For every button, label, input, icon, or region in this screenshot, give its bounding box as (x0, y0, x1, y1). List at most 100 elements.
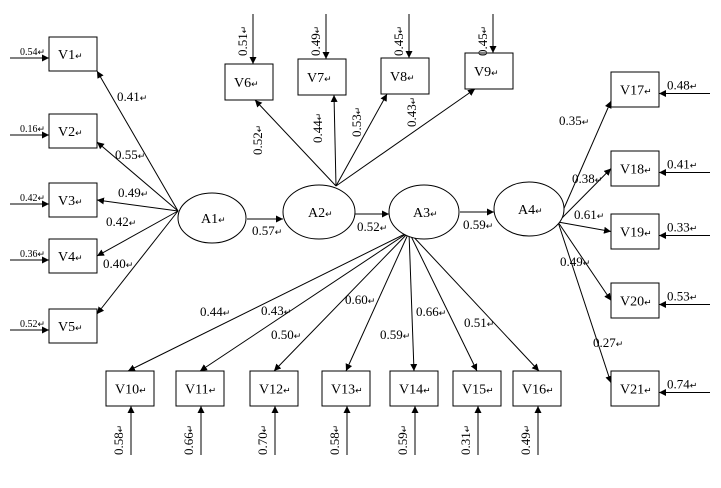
loading-return-mark: ↵ (223, 308, 231, 318)
observed-return-mark: ↵ (644, 386, 652, 396)
observed-return-mark: ↵ (75, 51, 83, 61)
error-return-mark: ↵ (259, 425, 269, 433)
observed-label-v18: V18↵ (620, 163, 652, 178)
loading-weight-v12: 0.50↵ (271, 327, 301, 342)
observed-box-v5 (48, 308, 98, 344)
error-return-mark: ↵ (185, 425, 195, 433)
loading-weight-v5: 0.40↵ (103, 256, 133, 271)
observed-box-v7 (297, 58, 347, 96)
error-return-mark: ↵ (479, 26, 489, 34)
path-weight-a3-a4: 0.59↵ (463, 217, 493, 232)
error-value-v2: 0.16↵ (20, 124, 45, 135)
path-weight-a2-a3: 0.52↵ (357, 219, 387, 234)
error-return-mark: ↵ (690, 293, 698, 303)
nodes-layer: V1↵V2↵V3↵V4↵V5↵V6↵V7↵V8↵V9↵V10↵V11↵V12↵V… (48, 36, 660, 407)
observed-return-mark: ↵ (75, 128, 83, 138)
observed-box-v19 (610, 213, 660, 250)
observed-box-v9 (464, 52, 514, 90)
observed-label-v16: V16↵ (522, 383, 554, 398)
latent-return-mark: ↵ (325, 209, 333, 219)
loading-arrow-a2-v7 (330, 94, 338, 187)
observed-label-v7: V7↵ (307, 71, 332, 86)
loading-weight-v8: 0.53↵ (349, 107, 364, 137)
error-return-mark: ↵ (331, 425, 341, 433)
loading-weight-v11: 0.43↵ (261, 303, 291, 318)
error-return-mark: ↵ (38, 47, 46, 57)
loading-return-mark: ↵ (126, 260, 134, 270)
observed-label-v6: V6↵ (234, 76, 259, 91)
observed-return-mark: ↵ (644, 166, 652, 176)
observed-return-mark: ↵ (324, 74, 332, 84)
observed-box-v21 (610, 370, 660, 407)
observed-return-mark: ↵ (644, 298, 652, 308)
loading-weight-v20: 0.49↵ (560, 254, 590, 269)
loading-arrow-a1-v2 (96, 141, 179, 212)
error-return-mark: ↵ (462, 425, 472, 433)
observed-label-v4: V4↵ (58, 250, 83, 265)
loading-weight-v15: 0.66↵ (416, 304, 446, 319)
error-value-v9: 0.45↵ (475, 26, 490, 56)
observed-return-mark: ↵ (491, 68, 499, 78)
path-return-mark: ↵ (486, 221, 494, 231)
loading-return-mark: ↵ (284, 307, 292, 317)
loading-weight-v14: 0.59↵ (380, 327, 410, 342)
error-value-v16: 0.49↵ (518, 425, 533, 455)
loading-return-mark: ↵ (254, 125, 264, 133)
error-return-mark: ↵ (690, 381, 698, 391)
loading-arrow-a1-v1 (96, 70, 179, 212)
error-value-v6: 0.51↵ (235, 26, 250, 56)
path-weight-a1-a2: 0.57↵ (252, 223, 282, 238)
loading-return-mark: ↵ (597, 211, 605, 221)
latent-return-mark: ↵ (535, 206, 543, 216)
observed-return-mark: ↵ (251, 79, 259, 89)
latent-return-mark: ↵ (218, 215, 226, 225)
loading-arrow-a2-v8 (335, 93, 388, 187)
observed-label-v17: V17↵ (620, 84, 652, 99)
observed-return-mark: ↵ (355, 386, 363, 396)
loading-weight-v16: 0.51↵ (464, 315, 494, 330)
observed-box-v1 (48, 36, 98, 72)
loading-return-mark: ↵ (439, 308, 447, 318)
observed-label-v11: V11↵ (185, 383, 216, 398)
observed-box-v12 (249, 370, 299, 407)
error-value-v7: 0.49↵ (308, 26, 323, 56)
latent-label-a1: A1↵ (201, 212, 226, 227)
latent-return-mark: ↵ (430, 209, 438, 219)
loading-weight-v13: 0.60↵ (345, 292, 375, 307)
observed-box-v11 (175, 370, 225, 407)
error-return-mark: ↵ (690, 161, 698, 171)
observed-return-mark: ↵ (209, 386, 217, 396)
error-return-mark: ↵ (38, 249, 46, 259)
loading-return-mark: ↵ (582, 117, 590, 127)
observed-box-v18 (610, 150, 660, 187)
observed-box-v15 (452, 370, 502, 407)
observed-return-mark: ↵ (423, 386, 431, 396)
loading-return-mark: ↵ (408, 97, 418, 105)
loading-arrow-a1-v4 (96, 210, 179, 257)
observed-return-mark: ↵ (283, 386, 291, 396)
observed-label-v1: V1↵ (58, 48, 83, 63)
observed-box-v6 (224, 63, 274, 101)
observed-return-mark: ↵ (644, 229, 652, 239)
labels-layer: 0.41↵0.55↵0.49↵0.42↵0.40↵0.52↵0.44↵0.53↵… (20, 26, 697, 455)
loading-arrow-a3-v12 (273, 231, 410, 372)
loading-return-mark: ↵ (140, 93, 148, 103)
edges-layer (10, 14, 710, 455)
error-return-mark: ↵ (399, 425, 409, 433)
loading-arrow-a2-v9 (335, 88, 476, 187)
loading-weight-v1: 0.41↵ (117, 89, 147, 104)
loading-return-mark: ↵ (314, 113, 324, 121)
loading-weight-v9: 0.43↵ (404, 97, 419, 127)
error-return-mark: ↵ (239, 26, 249, 34)
error-value-v1: 0.54↵ (20, 47, 45, 58)
observed-label-v15: V15↵ (462, 383, 494, 398)
observed-box-v20 (610, 282, 660, 319)
error-return-mark: ↵ (690, 224, 698, 234)
loading-arrow-a4-v17 (557, 100, 612, 223)
latent-ellipse-a4 (493, 181, 565, 237)
error-value-v20: 0.53↵ (667, 289, 697, 304)
error-value-v19: 0.33↵ (667, 220, 697, 235)
observed-label-v20: V20↵ (620, 295, 652, 310)
observed-label-v8: V8↵ (390, 70, 415, 85)
